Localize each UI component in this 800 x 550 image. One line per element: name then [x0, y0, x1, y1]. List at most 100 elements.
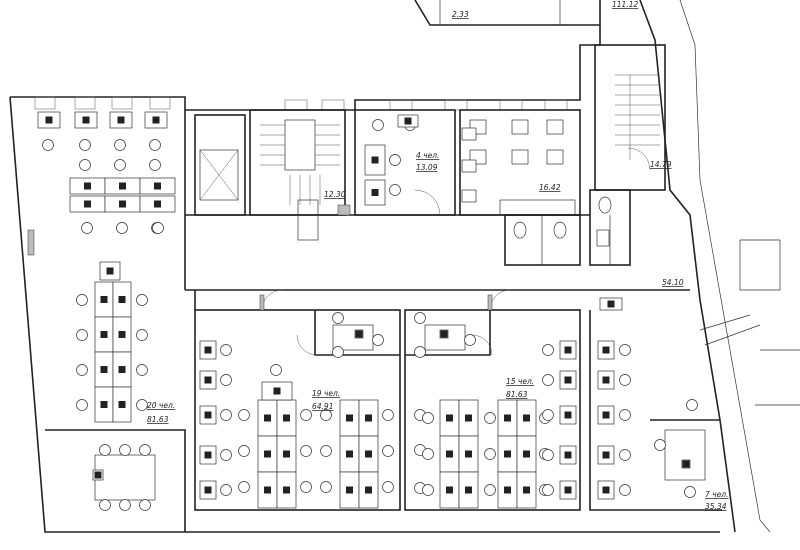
monitor-icon: [602, 411, 610, 419]
chair-icon: [382, 445, 394, 457]
monitor-icon: [152, 116, 160, 124]
monitor-icon: [602, 346, 610, 354]
chair-icon: [116, 222, 128, 234]
corridor-walls: [185, 214, 690, 291]
monitor-icon: [84, 200, 91, 208]
label-area-corridor: 54.10: [662, 278, 684, 287]
monitor-icon: [117, 116, 125, 124]
monitor-icon: [404, 117, 412, 125]
chair-icon: [422, 448, 434, 460]
monitor-icon: [346, 450, 353, 458]
chair-icon: [136, 294, 148, 306]
monitor-icon: [440, 330, 448, 338]
chair-icon: [320, 445, 332, 457]
label-area-small-office: 13.09: [416, 163, 438, 172]
chair-icon: [332, 312, 344, 324]
label-area-right-stair: 14.79: [650, 160, 672, 169]
chair-icon: [542, 484, 554, 496]
chair-icon: [422, 412, 434, 424]
monitor-icon: [523, 450, 530, 458]
monitor-icon: [371, 156, 379, 164]
chair-icon: [238, 481, 250, 493]
chair-icon: [270, 364, 282, 376]
chair-icon: [76, 399, 88, 411]
chair-icon: [119, 499, 131, 511]
chair-icon: [422, 484, 434, 496]
monitor-icon: [465, 414, 472, 422]
chair-icon: [99, 444, 111, 456]
chair-icon: [136, 399, 148, 411]
monitor-icon: [273, 387, 281, 395]
furniture: [37, 111, 706, 511]
monitor-icon: [204, 346, 212, 354]
chair-icon: [220, 484, 232, 496]
monitor-icon: [283, 414, 290, 422]
chair-icon: [414, 312, 426, 324]
monitor-icon: [371, 189, 379, 196]
monitor-icon: [523, 414, 530, 422]
east-outer-line: [679, 0, 771, 533]
chair-icon: [484, 448, 496, 460]
chair-icon: [619, 409, 631, 421]
left-room-east-wall: [184, 110, 196, 310]
label-people-small-office: 4 чел.: [416, 151, 439, 160]
chair-icon: [76, 364, 88, 376]
chair-icon: [686, 399, 698, 411]
monitor-icon: [602, 376, 610, 384]
label-area-left: 81.63: [147, 415, 169, 424]
label-area-right: 81.63: [506, 390, 528, 399]
chair-icon: [149, 159, 161, 171]
chair-icon: [332, 346, 344, 358]
monitor-icon: [465, 450, 472, 458]
label-area-kitchen: 16.42: [539, 183, 561, 192]
chair-icon: [382, 409, 394, 421]
monitor-icon: [264, 486, 271, 494]
monitor-icon: [602, 451, 610, 459]
desk: [461, 127, 477, 141]
west-south-wall: [9, 96, 720, 533]
chair-icon: [389, 184, 401, 196]
chair-icon: [542, 374, 554, 386]
monitor-icon: [100, 366, 108, 373]
chair-icon: [139, 499, 151, 511]
label-area-mid: 64.91: [312, 402, 333, 411]
desk: [511, 119, 529, 135]
chair-icon: [300, 481, 312, 493]
monitor-icon: [264, 414, 271, 422]
monitor-icon: [504, 414, 511, 422]
monitor-icon: [564, 376, 572, 384]
monitor-icon: [564, 411, 572, 419]
elevator-cross: [199, 149, 239, 201]
monitor-icon: [154, 200, 161, 208]
monitor-icon: [100, 401, 108, 408]
chair-icon: [654, 439, 666, 451]
monitor-icon: [264, 450, 271, 458]
chair-icon: [114, 159, 126, 171]
top-partition: [439, 0, 561, 25]
monitor-icon: [365, 414, 372, 422]
chair-icon: [238, 445, 250, 457]
label-area-top-right: 111.12: [612, 0, 638, 9]
monitor-icon: [118, 331, 126, 338]
monitor-icon: [346, 486, 353, 494]
monitor-icon: [118, 296, 126, 303]
monitor-icon: [446, 414, 453, 422]
monitor-icon: [504, 486, 511, 494]
chair-icon: [619, 484, 631, 496]
monitor-icon: [119, 182, 126, 190]
chair-icon: [79, 139, 91, 151]
chair-icon: [684, 486, 696, 498]
chair-icon: [484, 484, 496, 496]
chair-icon: [136, 329, 148, 341]
label-area-stair-hall: 12.30: [324, 190, 346, 199]
monitor-icon: [446, 450, 453, 458]
monitor-icon: [602, 486, 610, 494]
monitor-icon: [84, 182, 91, 190]
monitor-icon: [119, 200, 126, 208]
north-wall: [10, 25, 601, 111]
left-meeting-wall: [45, 429, 186, 532]
chair-icon: [114, 139, 126, 151]
label-people-corner: 7 чел.: [705, 490, 728, 499]
chair-icon: [619, 374, 631, 386]
